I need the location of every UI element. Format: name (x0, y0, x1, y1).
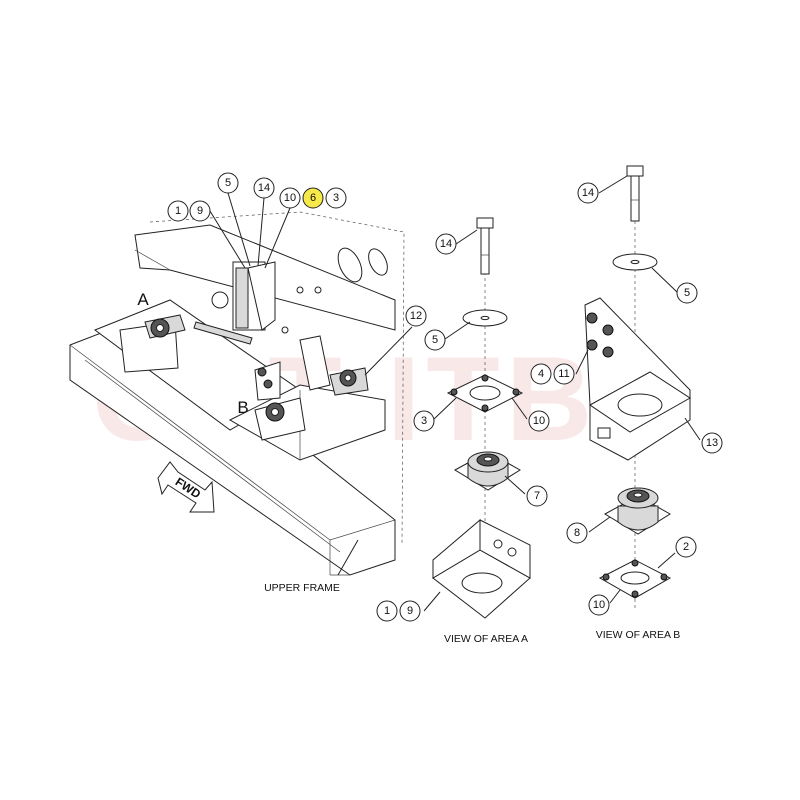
svg-text:9: 9 (197, 205, 203, 217)
svg-text:6: 6 (310, 192, 316, 204)
callout-1: 1 (167, 200, 189, 222)
callout-b-8: 8 (566, 522, 588, 544)
callout-a-3: 3 (413, 410, 435, 432)
area-b-letter: B (237, 398, 248, 417)
svg-text:14: 14 (440, 238, 452, 250)
callout-a-9: 9 (399, 600, 421, 622)
area-a-letter: A (137, 290, 149, 309)
callout-10: 10 (279, 187, 301, 209)
svg-text:4: 4 (538, 368, 544, 380)
callout-a-1: 1 (376, 600, 398, 622)
svg-text:10: 10 (284, 192, 296, 204)
svg-text:7: 7 (534, 490, 540, 502)
callouts: 1 9 5 14 10 6 3 12 14 5 3 10 7 1 9 14 5 … (167, 172, 723, 622)
view-b-label: VIEW OF AREA B (596, 629, 681, 641)
svg-text:10: 10 (533, 415, 545, 427)
area-a-exploded-view (432, 217, 531, 619)
callout-9: 9 (189, 200, 211, 222)
callout-a-14: 14 (435, 233, 457, 255)
callout-b-10: 10 (588, 594, 610, 616)
svg-text:1: 1 (175, 205, 181, 217)
callout-a-7: 7 (526, 485, 548, 507)
svg-text:14: 14 (582, 187, 594, 199)
callout-b-13: 13 (701, 432, 723, 454)
leader-lines (209, 175, 701, 612)
svg-text:13: 13 (706, 437, 718, 449)
callout-b-2: 2 (675, 536, 697, 558)
callout-5: 5 (217, 172, 239, 194)
svg-text:5: 5 (684, 287, 690, 299)
area-b-exploded-view (584, 165, 691, 610)
svg-text:11: 11 (558, 368, 569, 380)
callout-14: 14 (253, 177, 275, 199)
callout-6-highlighted[interactable]: 6 (302, 187, 324, 209)
svg-text:5: 5 (432, 334, 438, 346)
svg-text:3: 3 (333, 192, 339, 204)
callout-3: 3 (325, 187, 347, 209)
callout-a-10: 10 (528, 410, 550, 432)
svg-text:9: 9 (407, 605, 413, 617)
svg-text:1: 1 (384, 605, 390, 617)
callout-a-5: 5 (424, 329, 446, 351)
svg-text:8: 8 (574, 527, 580, 539)
view-a-label: VIEW OF AREA A (444, 633, 528, 645)
callout-12: 12 (405, 305, 427, 327)
callout-b-11: 11 (553, 363, 575, 385)
callout-b-14: 14 (577, 182, 599, 204)
svg-text:14: 14 (258, 182, 270, 194)
svg-text:10: 10 (593, 599, 605, 611)
svg-text:5: 5 (225, 177, 231, 189)
svg-text:2: 2 (683, 541, 689, 553)
upper-frame-assembly (69, 211, 405, 576)
callout-b-5: 5 (676, 282, 698, 304)
svg-text:3: 3 (421, 415, 427, 427)
callout-b-4: 4 (530, 363, 552, 385)
upper-frame-label: UPPER FRAME (264, 582, 340, 594)
svg-text:12: 12 (410, 310, 422, 322)
